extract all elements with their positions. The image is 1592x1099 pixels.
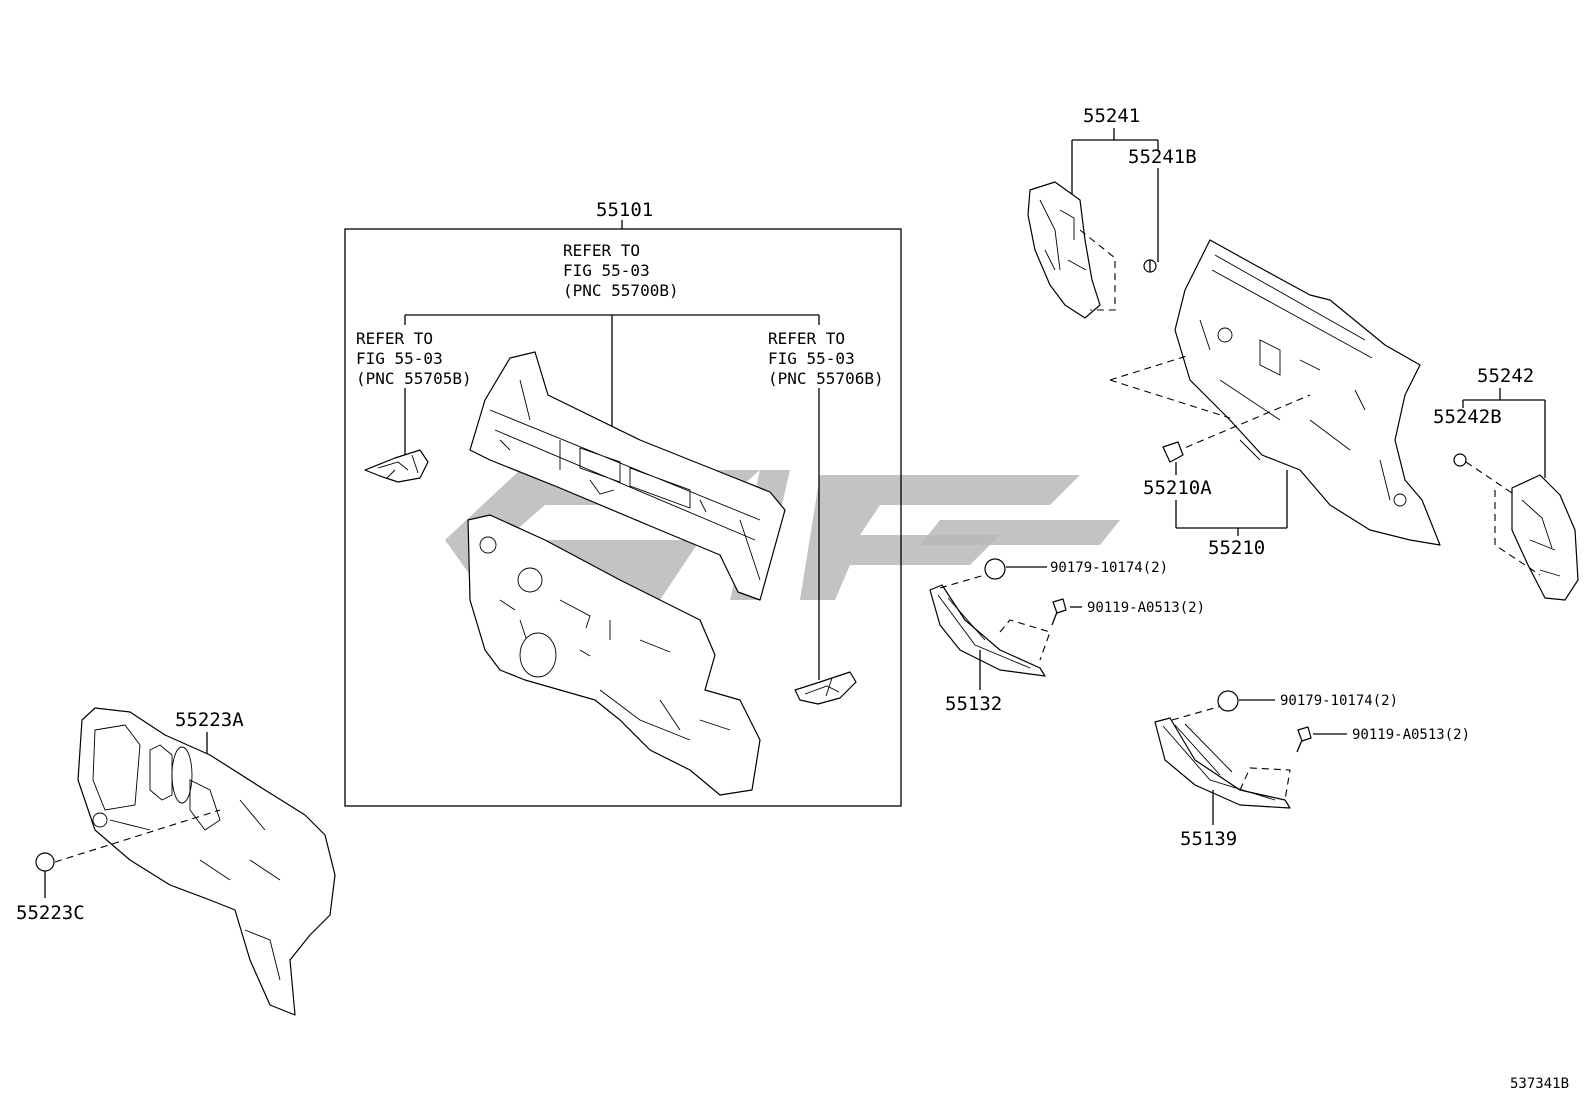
clip-55241B — [1143, 259, 1157, 273]
right-bracket-part — [794, 671, 857, 705]
part-label-55241: 55241 — [1083, 105, 1140, 127]
reference-note-right: REFER TO FIG 55-03 (PNC 55706B) — [768, 329, 884, 388]
side-panel-55241 — [1027, 181, 1116, 319]
part-label-55132: 55132 — [945, 693, 1002, 715]
part-label-55241B: 55241B — [1128, 146, 1197, 168]
svg-text:(PNC 55705B): (PNC 55705B) — [356, 369, 472, 388]
part-label-55223C: 55223C — [16, 902, 85, 924]
svg-text:FIG 55-03: FIG 55-03 — [563, 261, 650, 280]
seal-55139 — [1154, 704, 1291, 809]
part-label-90179-10174-b: 90179-10174(2) — [1280, 693, 1398, 709]
part-label-55210A: 55210A — [1143, 477, 1212, 499]
part-label-55242B: 55242B — [1433, 406, 1502, 428]
svg-text:REFER TO: REFER TO — [356, 329, 433, 348]
svg-text:(PNC 55700B): (PNC 55700B) — [563, 281, 679, 300]
part-label-55242: 55242 — [1477, 365, 1534, 387]
svg-text:FIG 55-03: FIG 55-03 — [356, 349, 443, 368]
reference-note-left: REFER TO FIG 55-03 (PNC 55705B) — [356, 329, 472, 388]
seal-55132 — [929, 571, 1051, 677]
clip-55242B — [1453, 453, 1467, 467]
assembly-box-55101 — [344, 228, 902, 807]
cowl-inner-panel-55210 — [1174, 239, 1441, 546]
part-label-55210: 55210 — [1208, 537, 1265, 559]
figure-id: 537341B — [1510, 1076, 1569, 1092]
svg-text:REFER TO: REFER TO — [563, 241, 640, 260]
part-label-90179-10174-a: 90179-10174(2) — [1050, 560, 1168, 576]
dashed-assembly-55210A — [1174, 394, 1311, 453]
clip-55223C — [35, 852, 55, 898]
part-label-90119-A0513-b: 90119-A0513(2) — [1352, 727, 1470, 743]
svg-text:(PNC 55706B): (PNC 55706B) — [768, 369, 884, 388]
dashed-assembly-55223C — [54, 809, 221, 863]
svg-text:REFER TO: REFER TO — [768, 329, 845, 348]
cowl-top-panel — [469, 351, 786, 601]
part-label-90119-A0513-a: 90119-A0513(2) — [1087, 600, 1205, 616]
left-bracket-part — [364, 449, 429, 483]
clip-90179-b — [1217, 690, 1239, 712]
side-panel-55242 — [1465, 461, 1579, 601]
bolt-90119-a — [1051, 598, 1067, 626]
dash-silencer-55223A — [77, 707, 336, 1016]
bolt-90119-b — [1296, 726, 1312, 753]
part-label-55101: 55101 — [596, 199, 653, 221]
reference-note-center: REFER TO FIG 55-03 (PNC 55700B) — [563, 241, 679, 300]
part-label-55139: 55139 — [1180, 828, 1237, 850]
clip-90179-a — [984, 558, 1006, 580]
leader-55210 — [1175, 462, 1288, 536]
svg-text:FIG 55-03: FIG 55-03 — [768, 349, 855, 368]
dashed-assembly-55210 — [1109, 354, 1231, 419]
leader-55241 — [1071, 128, 1159, 262]
leader-55242 — [1462, 388, 1546, 478]
dash-panel — [467, 514, 761, 796]
clip-55210A — [1162, 441, 1184, 463]
part-label-55223A: 55223A — [175, 709, 244, 731]
